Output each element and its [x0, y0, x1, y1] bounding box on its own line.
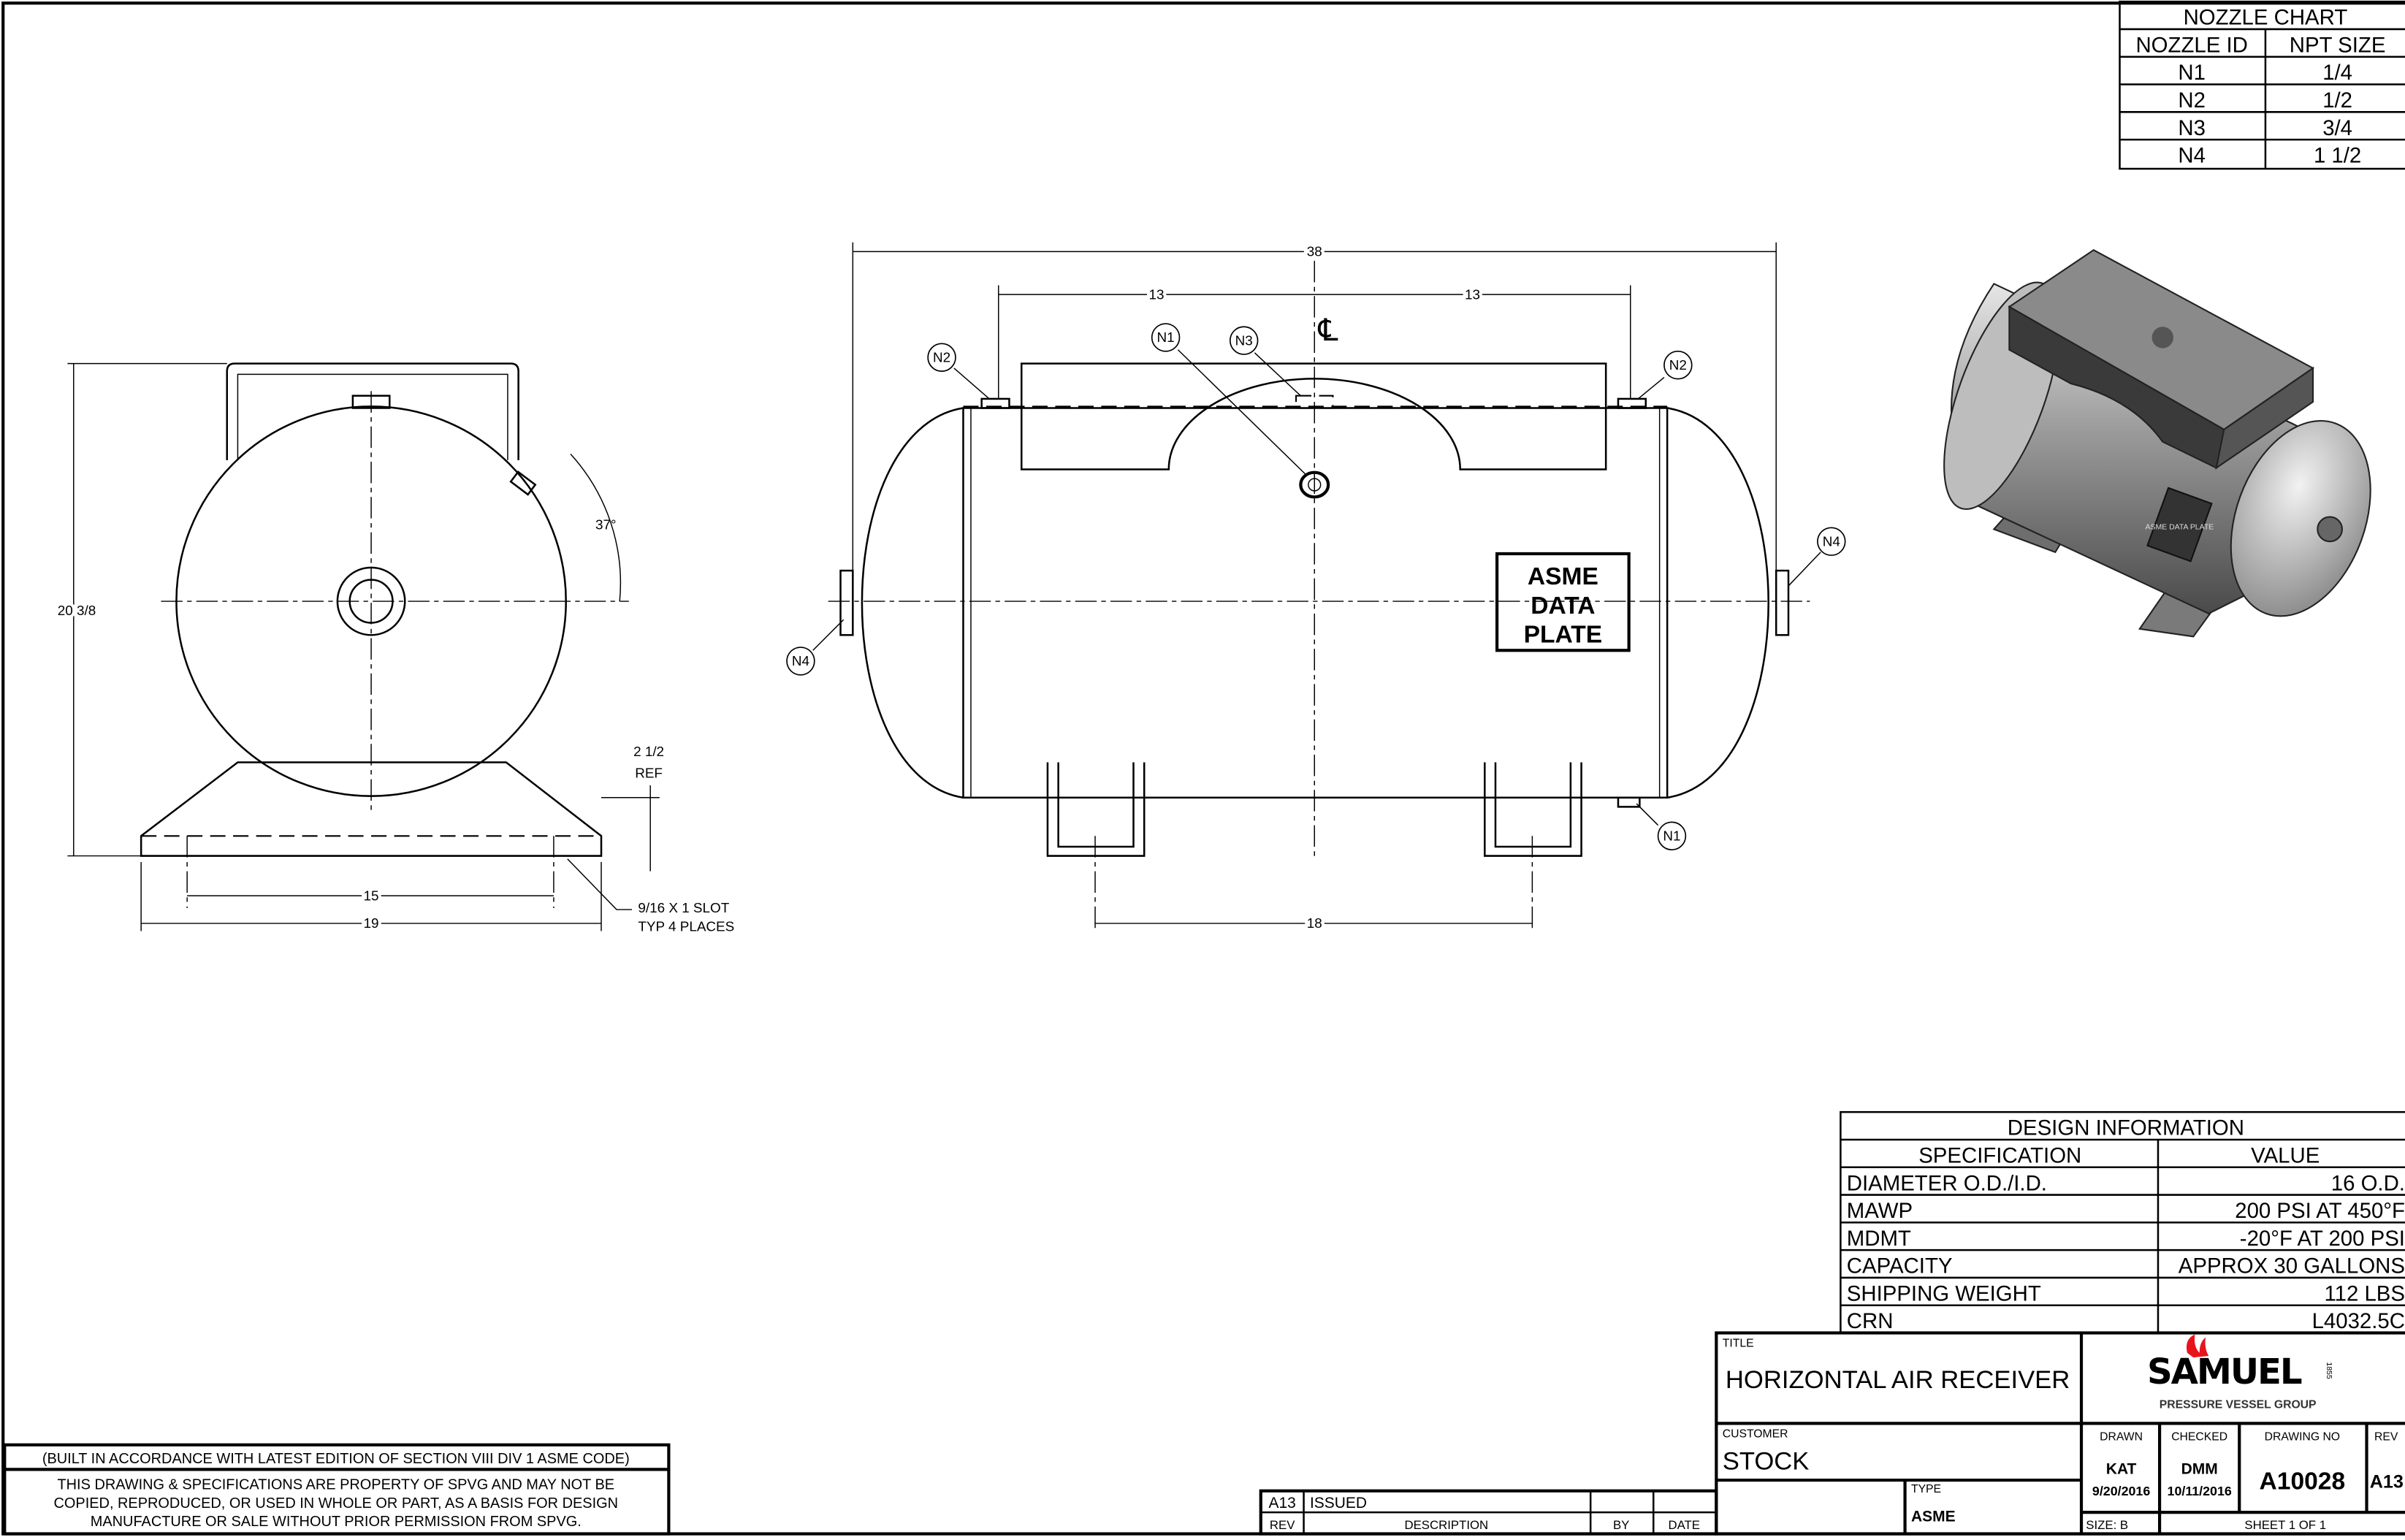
checked-label: CHECKED	[2171, 1430, 2227, 1443]
description-header: DESCRIPTION	[1404, 1518, 1488, 1532]
drawing-no-label: DRAWING NO	[2265, 1430, 2340, 1443]
spec-label: MDMT	[1847, 1227, 1911, 1251]
slot-note-typ: TYP 4 PLACES	[638, 919, 734, 934]
iso-data-plate: ASME DATA PLATE	[2145, 523, 2214, 531]
svg-text:N4: N4	[1823, 534, 1840, 549]
sheet-number: SHEET 1 OF 1	[2244, 1518, 2326, 1532]
revision-description: ISSUED	[1310, 1495, 1367, 1512]
checked-date: 10/11/2016	[2168, 1484, 2232, 1498]
spec-value: 200 PSI AT 450°F	[2235, 1199, 2405, 1223]
svg-text:N1: N1	[1663, 829, 1680, 845]
nozzle-callout-n3: N3	[1229, 326, 1259, 355]
type-value: ASME	[1911, 1509, 1956, 1525]
spec-value: -20°F AT 200 PSI	[2240, 1227, 2405, 1251]
side-view: 18 38 13 13 ℄ ASME DATA PLATE N2 N2 N1 N…	[786, 241, 1846, 934]
ref-label: REF	[635, 766, 663, 781]
spec-header: SPECIFICATION	[1918, 1143, 2081, 1167]
base-width-dimension: 19	[364, 916, 379, 931]
title-label: TITLE	[1723, 1337, 1754, 1349]
isometric-view: ASME DATA PLATE	[1943, 249, 2371, 638]
svg-text:N4: N4	[792, 654, 809, 669]
property-note: COPIED, REPRODUCED, OR USED IN WHOLE OR …	[54, 1495, 619, 1512]
notes-block: (BUILT IN ACCORDANCE WITH LATEST EDITION…	[3, 1443, 671, 1536]
nozzle-id: N1	[2178, 61, 2206, 85]
left-offset-dimension: 13	[1149, 287, 1165, 302]
nozzle-chart: NOZZLE CHART NOZZLE ID NPT SIZE N1 1/4 N…	[2119, 0, 2405, 170]
drawing-number: A10028	[2260, 1468, 2346, 1495]
property-note: THIS DRAWING & SPECIFICATIONS ARE PROPER…	[57, 1477, 614, 1493]
plate-text: DATA	[1531, 592, 1595, 620]
drawing-title: HORIZONTAL AIR RECEIVER	[1726, 1366, 2070, 1394]
nozzle-id: N2	[2178, 88, 2206, 113]
spec-value: L4032.5C	[2312, 1309, 2405, 1333]
plate-text: PLATE	[1524, 622, 1603, 649]
svg-text:1855: 1855	[2325, 1362, 2333, 1379]
plate-text: ASME	[1528, 563, 1598, 590]
nozzle-header-size: NPT SIZE	[2290, 33, 2386, 57]
svg-text:PRESSURE VESSEL GROUP: PRESSURE VESSEL GROUP	[2160, 1398, 2317, 1411]
spec-value: 112 LBS	[2324, 1281, 2405, 1305]
title-block: TITLE HORIZONTAL AIR RECEIVER CUSTOMER S…	[1715, 1331, 2405, 1536]
nozzle-callout-n4: N4	[1817, 527, 1846, 556]
leg-spacing-dimension: 18	[1307, 916, 1322, 931]
revision-table: A13 ISSUED REV DESCRIPTION BY DATE	[1259, 1489, 1718, 1536]
property-note: MANUFACTURE OR SALE WITHOUT PRIOR PERMIS…	[91, 1514, 582, 1530]
type-label: TYPE	[1911, 1483, 1941, 1495]
spec-label: CAPACITY	[1847, 1254, 1953, 1278]
rev-header: REV	[1270, 1518, 1295, 1532]
by-header: BY	[1613, 1518, 1629, 1532]
nozzle-callout-n4: N4	[786, 647, 815, 676]
nozzle-id: N3	[2178, 116, 2206, 140]
angle-dimension: 37°	[595, 517, 617, 533]
drawn-by: KAT	[2106, 1461, 2137, 1478]
svg-text:N2: N2	[1669, 358, 1687, 373]
spec-label: CRN	[1847, 1309, 1894, 1333]
spec-label: DIAMETER O.D./I.D.	[1847, 1171, 2047, 1195]
right-offset-dimension: 13	[1465, 287, 1480, 302]
date-header: DATE	[1668, 1518, 1700, 1532]
rev-value: A13	[2370, 1472, 2404, 1493]
spec-label: SHIPPING WEIGHT	[1847, 1281, 2041, 1305]
svg-text:SAMUEL: SAMUEL	[2147, 1352, 2302, 1392]
overall-length-dimension: 38	[1307, 245, 1322, 260]
centerline-symbol: ℄	[1318, 313, 1338, 347]
design-info-title: DESIGN INFORMATION	[2008, 1116, 2244, 1140]
spec-value: 16 O.D.	[2331, 1171, 2405, 1195]
slot-note: 9/16 X 1 SLOT	[638, 901, 729, 916]
nozzle-callout-n2: N2	[927, 343, 956, 372]
svg-text:N1: N1	[1157, 330, 1175, 346]
design-information-table: DESIGN INFORMATION SPECIFICATION VALUE D…	[1840, 1110, 2405, 1334]
slot-spacing-dimension: 15	[364, 888, 379, 904]
asme-code-note: (BUILT IN ACCORDANCE WITH LATEST EDITION…	[42, 1451, 630, 1467]
nozzle-id: N4	[2178, 144, 2206, 168]
spec-label: MAWP	[1847, 1199, 1913, 1223]
rev-label: REV	[2374, 1430, 2398, 1443]
samuel-logo: SAMUEL 1855 PRESSURE VESSEL GROUP	[2147, 1334, 2333, 1411]
nozzle-size: 1 1/2	[2314, 144, 2361, 168]
nozzle-size: 1/2	[2322, 88, 2352, 113]
customer-value: STOCK	[1723, 1447, 1810, 1475]
nozzle-header-id: NOZZLE ID	[2135, 33, 2247, 57]
end-view: 20 3/8 37° 2 1/2 REF 15 19 9/16 X 1 SLOT…	[55, 362, 734, 934]
drawn-date: 9/20/2016	[2092, 1484, 2150, 1498]
svg-text:N2: N2	[933, 351, 950, 366]
spec-value: APPROX 30 GALLONS	[2179, 1254, 2405, 1278]
sheet-size: SIZE: B	[2086, 1518, 2128, 1532]
nozzle-size: 1/4	[2322, 61, 2352, 85]
svg-text:N3: N3	[1235, 333, 1253, 348]
drawn-label: DRAWN	[2100, 1430, 2143, 1443]
asme-data-plate	[1495, 552, 1631, 652]
checked-by: DMM	[2181, 1461, 2218, 1478]
nozzle-callout-n1: N1	[1657, 821, 1687, 851]
nozzle-size: 3/4	[2322, 116, 2352, 140]
customer-label: CUSTOMER	[1723, 1427, 1788, 1440]
height-dimension: 20 3/8	[58, 603, 96, 619]
ref-dimension: 2 1/2	[633, 744, 664, 760]
value-header: VALUE	[2251, 1143, 2320, 1167]
nozzle-callout-n2: N2	[1663, 350, 1693, 380]
nozzle-chart-title: NOZZLE CHART	[2184, 6, 2348, 30]
nozzle-callout-n1: N1	[1151, 323, 1181, 352]
revision-number: A13	[1269, 1495, 1296, 1512]
